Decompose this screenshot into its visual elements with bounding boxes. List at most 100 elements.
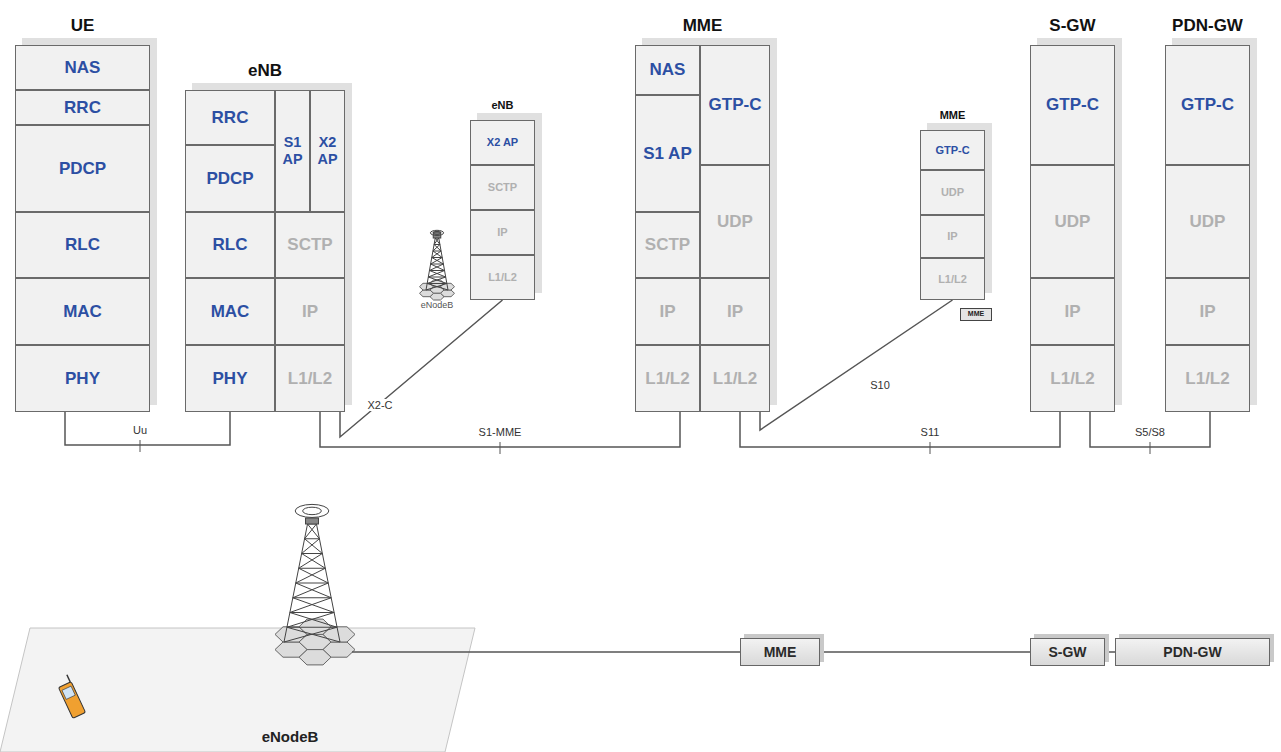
protocol-layer: IP [1165,278,1250,345]
protocol-layer: IP [700,278,770,345]
node-label: RLC [63,234,102,256]
node-label: L1/L2 [1183,368,1231,390]
node-label: GTP-C [707,94,764,116]
node-label: S1 AP [276,133,309,168]
interface-line [65,412,230,445]
protocol-stack: PDN-GWGTP-CUDPIPL1/L2 [1165,45,1250,412]
stack-heading: eNB [460,99,545,111]
mobile-phone [55,674,85,718]
cell-hexagon [323,627,355,642]
protocol-stack: S-GWGTP-CUDPIPL1/L2 [1030,45,1115,412]
interface-line [320,412,680,447]
protocol-layer: RLC [185,212,275,278]
node-icon: MME [960,308,992,321]
protocol-layer: MAC [185,278,275,345]
node-label: NAS [648,59,688,81]
tick-mark [500,442,501,454]
node-label: L1/L2 [643,368,691,390]
connectors [65,300,1210,652]
tick-mark [1150,442,1151,454]
node-label: GTP-C [933,143,971,158]
node-label: UDP [715,211,755,233]
node-label: IP [725,301,745,323]
protocol-layer: NAS [15,45,150,90]
small-base-station-icon [420,230,455,300]
node-label: PDCP [57,158,108,180]
protocol-stack: eNBRRCPDCPS1 APX2 APRLCSCTPMACIPPHYL1/L2 [185,90,345,412]
protocol-layer: L1/L2 [920,258,985,300]
node-label: UDP [939,185,966,200]
node-label: RRC [210,107,251,129]
coverage-ground [0,628,475,752]
protocol-stack: MMENASGTP-CS1 APUDPSCTPIPIPL1/L2L1/L2 [635,45,770,412]
protocol-layer: IP [1030,278,1115,345]
protocol-layer: L1/L2 [470,255,535,300]
protocol-layer: UDP [920,170,985,215]
stack-heading: eNB [175,61,355,81]
protocol-layer: IP [470,210,535,255]
protocol-layer: PHY [185,345,275,412]
stack-heading: PDN-GW [1155,16,1260,36]
interface-ticks [140,440,1150,454]
node-label: L1/L2 [1048,368,1096,390]
network-element-box: MME [740,638,820,666]
node-label: NAS [63,57,103,79]
interface-line [740,412,1060,447]
protocol-layer: UDP [1030,165,1115,278]
protocol-layer: IP [920,215,985,258]
protocol-layer: X2 AP [310,90,345,212]
node-label: IP [657,301,677,323]
interface-line [820,651,1030,653]
protocol-layer: UDP [700,165,770,278]
node-label: IP [495,225,509,240]
node-label: X2 AP [311,133,344,168]
protocol-layer: RLC [15,212,150,278]
network-element-box: S-GW [1030,638,1105,666]
protocol-layer: MAC [15,278,150,345]
interface-label: X2-C [365,399,394,411]
node-label: L1/L2 [711,368,759,390]
node-label: MAC [209,301,252,323]
interface-label: S1-MME [477,426,524,438]
node-label: PHY [211,368,250,390]
interface-label: S5/S8 [1133,426,1167,438]
cell-tower [426,230,448,290]
protocol-layer: X2 AP [470,120,535,165]
protocol-layer: S1 AP [635,95,700,212]
node-label: PDCP [204,168,255,190]
node-label: S1 AP [641,143,694,165]
protocol-layer: GTP-C [700,45,770,165]
backhaul-line [352,651,740,653]
node-label: UDP [1053,211,1093,233]
protocol-layer: GTP-C [920,130,985,170]
node-label: L1/L2 [486,270,519,285]
protocol-layer: L1/L2 [1030,345,1115,412]
node-label: IP [1197,301,1217,323]
protocol-layer: SCTP [635,212,700,278]
interface-line [760,300,953,430]
protocol-layer: UDP [1165,165,1250,278]
node-label: MME [762,643,799,661]
protocol-layer: SCTP [470,165,535,210]
tick-mark [140,440,141,452]
node-label: IP [300,301,320,323]
node-label: PHY [63,368,102,390]
node-label: RLC [211,234,250,256]
protocol-layer: IP [275,278,345,345]
protocol-stack: eNBX2 APSCTPIPL1/L2 [470,120,535,300]
protocol-layer: S1 AP [275,90,310,212]
protocol-layer: L1/L2 [635,345,700,412]
node-label: L1/L2 [286,368,334,390]
node-label: IP [945,229,959,244]
cell-tower [284,504,340,642]
node-label: UDP [1188,211,1228,233]
protocol-layer: IP [635,278,700,345]
tick-mark [930,442,931,454]
protocol-layer: L1/L2 [1165,345,1250,412]
stack-heading: UE [5,16,160,36]
protocol-layer: L1/L2 [700,345,770,412]
protocol-stack: UENASRRCPDCPRLCMACPHY [15,45,150,412]
protocol-stack: MMEGTP-CUDPIPL1/L2 [920,130,985,300]
interface-label: Uu [131,424,149,436]
